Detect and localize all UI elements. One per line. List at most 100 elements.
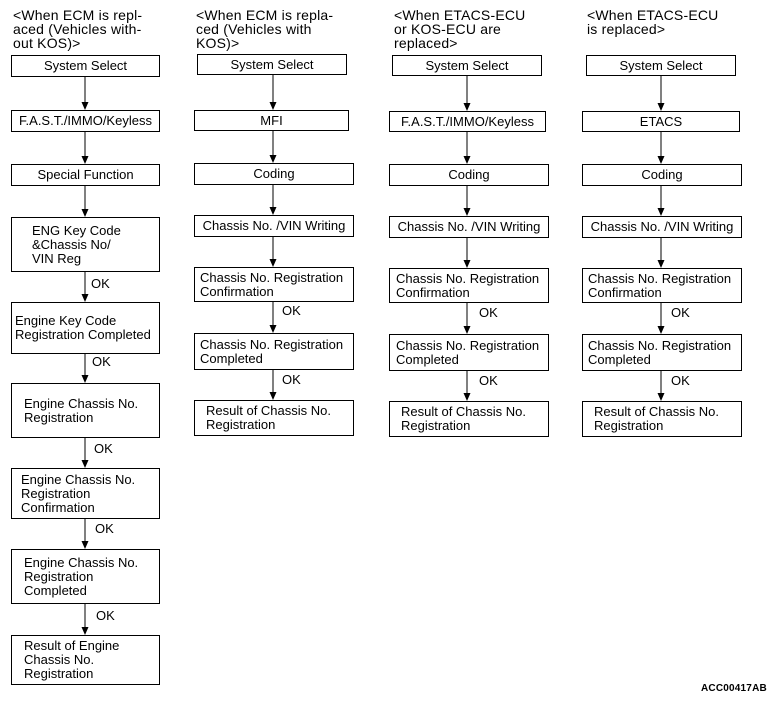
arrow-head — [657, 260, 665, 268]
column-2-step-1-box: System Select — [197, 54, 347, 75]
column-1-header: <When ECM is repl- aced (Vehicles with- … — [13, 7, 143, 51]
column-4-step-5-box: Chassis No. Registration Confirmation — [582, 268, 742, 303]
step-label: Chassis No. Registration Completed — [396, 337, 540, 367]
step-label: Chassis No. Registration Confirmation — [588, 270, 732, 300]
arrow-head — [657, 326, 665, 334]
step-label: System Select — [230, 56, 314, 72]
column-3-step-7-box: Result of Chassis No. Registration — [389, 401, 549, 437]
arrow-head — [81, 294, 89, 302]
step-label: MFI — [260, 112, 283, 128]
column-4-step-3-box: Coding — [582, 164, 742, 186]
step-label: Chassis No. Registration Confirmation — [200, 269, 344, 299]
column-2-step-7-box: Result of Chassis No. Registration — [194, 400, 354, 436]
arrow-head — [657, 393, 665, 401]
column-2-step-2-box: MFI — [194, 110, 349, 131]
step-label: Engine Chassis No. Registration — [24, 395, 139, 425]
ok-label: OK — [479, 373, 498, 388]
column-4-header: <When ETACS-ECU is replaced> — [587, 7, 719, 37]
ok-label: OK — [94, 441, 113, 456]
step-label: Chassis No. /VIN Writing — [202, 218, 346, 233]
arrow-head — [657, 208, 665, 216]
arrow-head — [81, 102, 89, 110]
arrow-head — [463, 393, 471, 401]
step-label: F.A.S.T./IMMO/Keyless — [19, 113, 152, 128]
step-label: System Select — [425, 57, 509, 73]
column-3-step-1-box: System Select — [392, 55, 542, 76]
step-label: System Select — [43, 58, 128, 73]
arrow-head — [463, 208, 471, 216]
column-1-step-7-box: Engine Chassis No. Registration Confirma… — [11, 468, 160, 519]
ok-label: OK — [91, 276, 110, 291]
column-1-step-8-box: Engine Chassis No. Registration Complete… — [11, 549, 160, 604]
arrow-head — [463, 156, 471, 164]
column-1-step-5-box: Engine Key Code Registration Completed — [11, 302, 160, 354]
arrow-head — [657, 156, 665, 164]
ok-label: OK — [282, 303, 301, 318]
column-1-step-2-box: F.A.S.T./IMMO/Keyless — [11, 110, 160, 132]
ok-label: OK — [671, 373, 690, 388]
column-1-step-4-box: ENG Key Code &Chassis No/ VIN Reg — [11, 217, 160, 272]
step-label: Chassis No. Registration Confirmation — [396, 270, 540, 300]
arrow-head — [269, 155, 277, 163]
column-4-step-4-box: Chassis No. /VIN Writing — [582, 216, 742, 238]
column-1-step-3-box: Special Function — [11, 164, 160, 186]
column-3-step-6-box: Chassis No. Registration Completed — [389, 334, 549, 371]
column-1-step-6-box: Engine Chassis No. Registration — [11, 383, 160, 438]
arrow-head — [269, 392, 277, 400]
ok-label: OK — [96, 608, 115, 623]
column-1-step-9-box: Result of Engine Chassis No. Registratio… — [11, 635, 160, 685]
column-1-step-1-box: System Select — [11, 55, 160, 77]
column-3-step-4-box: Chassis No. /VIN Writing — [389, 216, 549, 238]
arrow-head — [81, 156, 89, 164]
step-label: ETACS — [639, 113, 683, 129]
arrow-head — [81, 541, 89, 549]
column-3-step-2-box: F.A.S.T./IMMO/Keyless — [389, 111, 546, 132]
step-label: Engine Chassis No. Registration Confirma… — [21, 471, 136, 515]
ok-label: OK — [92, 354, 111, 369]
step-label: Engine Key Code Registration Completed — [15, 313, 151, 342]
step-label: ENG Key Code &Chassis No/ VIN Reg — [32, 222, 121, 266]
arrow-head — [657, 103, 665, 111]
step-label: Result of Engine Chassis No. Registratio… — [24, 638, 120, 681]
column-2-step-6-box: Chassis No. Registration Completed — [194, 333, 354, 370]
column-2-step-3-box: Coding — [194, 163, 354, 185]
step-label: Result of Chassis No. Registration — [594, 404, 719, 433]
step-label: Coding — [253, 166, 295, 181]
arrow-head — [81, 627, 89, 635]
step-label: Result of Chassis No. Registration — [206, 403, 331, 432]
ok-label: OK — [282, 372, 301, 387]
arrow-head — [269, 102, 277, 110]
column-4-step-6-box: Chassis No. Registration Completed — [582, 334, 742, 371]
arrow-head — [81, 460, 89, 468]
arrow-head — [269, 259, 277, 267]
step-label: Coding — [641, 167, 683, 182]
column-3-step-5-box: Chassis No. Registration Confirmation — [389, 268, 549, 303]
step-label: Coding — [448, 167, 490, 182]
arrow-head — [269, 207, 277, 215]
arrow-head — [269, 325, 277, 333]
arrow-head — [81, 209, 89, 217]
column-4-step-2-box: ETACS — [582, 111, 740, 132]
arrow-head — [463, 260, 471, 268]
ok-label: OK — [671, 305, 690, 320]
column-3-step-3-box: Coding — [389, 164, 549, 186]
arrow-head — [463, 326, 471, 334]
step-label: System Select — [619, 57, 703, 73]
column-2-step-4-box: Chassis No. /VIN Writing — [194, 215, 354, 237]
step-label: Chassis No. Registration Completed — [588, 337, 732, 367]
reference-code: ACC00417AB — [701, 683, 767, 694]
column-4-step-1-box: System Select — [586, 55, 736, 76]
column-2-header: <When ECM is repla- ced (Vehicles with K… — [196, 7, 334, 51]
step-label: Engine Chassis No. Registration Complete… — [24, 554, 139, 598]
step-label: Chassis No. /VIN Writing — [590, 219, 734, 234]
arrow-head — [81, 375, 89, 383]
step-label: Result of Chassis No. Registration — [401, 404, 526, 433]
step-label: Special Function — [37, 167, 134, 182]
column-4-step-7-box: Result of Chassis No. Registration — [582, 401, 742, 437]
column-3-header: <When ETACS-ECU or KOS-ECU are replaced> — [394, 7, 526, 51]
step-label: F.A.S.T./IMMO/Keyless — [401, 113, 534, 129]
ok-label: OK — [95, 521, 114, 536]
ok-label: OK — [479, 305, 498, 320]
